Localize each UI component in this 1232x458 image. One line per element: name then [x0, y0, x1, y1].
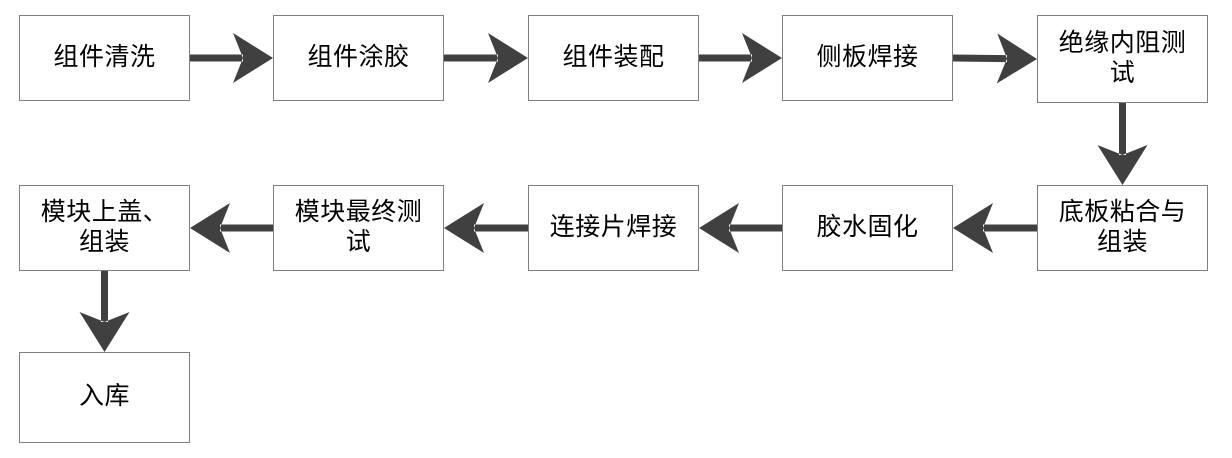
flow-arrow-n4-to-n5 [952, 33, 1037, 84]
process-node-n1[interactable]: 组件清洗 [19, 15, 190, 101]
process-node-n9[interactable]: 模块最终测 试 [273, 185, 444, 271]
process-node-n10[interactable]: 模块上盖、 组装 [19, 185, 190, 271]
process-node-n8[interactable]: 连接片焊接 [528, 185, 699, 271]
process-node-n7[interactable]: 胶水固化 [782, 185, 953, 271]
process-node-n5[interactable]: 绝缘内阻测 试 [1037, 15, 1208, 103]
process-node-label: 底板粘合与 组装 [1058, 198, 1187, 257]
flow-arrow-n8-to-n9 [444, 203, 528, 253]
process-node-label: 模块上盖、 组装 [40, 198, 169, 257]
process-node-n11[interactable]: 入库 [19, 352, 190, 443]
flow-arrow-n3-to-n4 [699, 33, 782, 83]
process-node-label: 组件涂胶 [307, 43, 410, 71]
process-node-n6[interactable]: 底板粘合与 组装 [1037, 185, 1208, 271]
flow-arrow-n9-to-n10 [190, 203, 273, 253]
flow-arrow-n1-to-n2 [190, 33, 273, 83]
flow-arrow-n10-to-n11 [79, 271, 130, 352]
process-node-label: 连接片焊接 [549, 213, 678, 241]
flow-arrow-n6-to-n7 [953, 203, 1037, 253]
process-node-label: 侧板焊接 [816, 43, 919, 71]
process-node-label: 绝缘内阻测 试 [1058, 29, 1187, 88]
process-node-label: 组件装配 [562, 43, 665, 71]
process-node-n2[interactable]: 组件涂胶 [273, 15, 444, 101]
process-node-label: 组件清洗 [53, 43, 156, 71]
process-node-label: 入库 [78, 383, 130, 411]
process-node-label: 模块最终测 试 [294, 198, 423, 257]
flow-arrow-n7-to-n8 [699, 203, 782, 253]
process-node-n4[interactable]: 侧板焊接 [782, 15, 953, 101]
flow-arrow-n5-to-n6 [1097, 103, 1148, 185]
process-node-n3[interactable]: 组件装配 [528, 15, 699, 101]
flow-arrow-n2-to-n3 [444, 33, 528, 83]
process-node-label: 胶水固化 [816, 213, 919, 241]
